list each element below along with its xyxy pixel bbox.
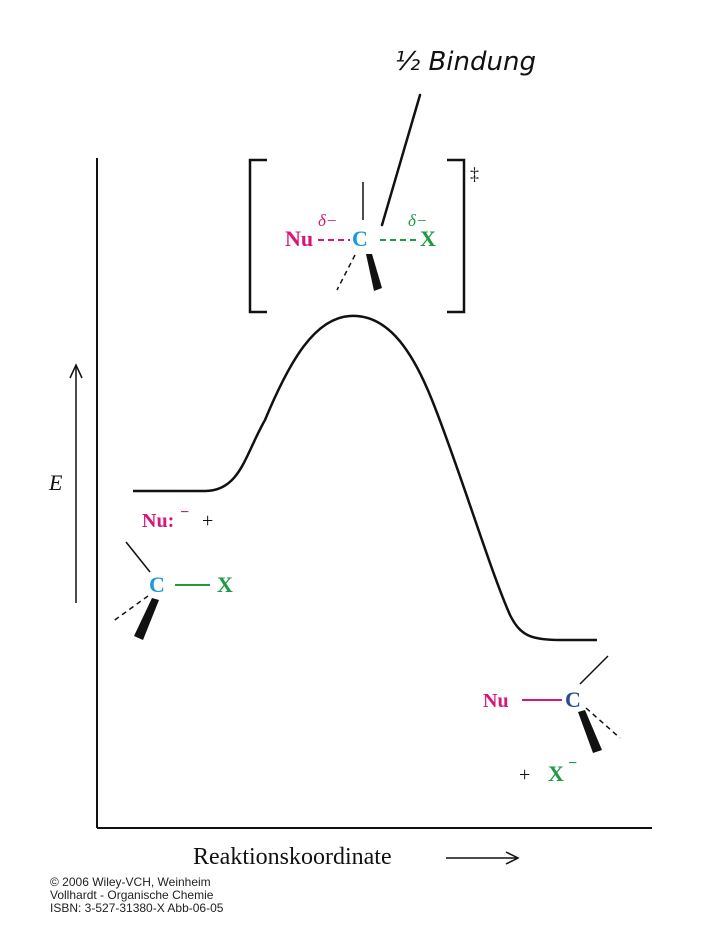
product-x-label: X [548,761,564,786]
y-axis-label: E [48,470,63,495]
product-nu-label: Nu [483,690,509,712]
handwritten-annotation: ½ Bindung [380,47,536,227]
annotation-pointer-line [380,93,422,227]
products: Nu C + X − [483,655,621,786]
ts-x-partial-charge: δ− [408,211,427,230]
product-wedge-bond [578,710,602,753]
energy-arrow-head [69,363,83,379]
left-bracket [248,158,267,314]
reactant-wedge-bond [134,598,159,640]
reactant-nu-label: Nu: [142,510,174,532]
annotation-text: ½ Bindung [395,47,536,77]
ts-nu-partial-charge: δ− [318,211,337,230]
ts-dashed-bond [336,254,356,291]
product-plus: + [519,764,530,786]
x-axis-arrow-head [505,851,520,865]
energy-curve [133,314,597,642]
ts-wedge-bond [366,254,382,291]
book-title-line: Vollhardt - Organische Chemie [50,888,214,902]
isbn-line: ISBN: 3-527-31380-X Abb-06-05 [50,901,224,915]
product-dashed-bond [585,707,621,739]
copyright-block: © 2006 Wiley-VCH, Weinheim Vollhardt - O… [50,876,223,915]
copyright-line: © 2006 Wiley-VCH, Weinheim [50,875,211,889]
reactant-nu-charge: − [180,504,189,521]
transition-state: ‡ Nu δ− C δ− X [248,158,479,314]
ts-x-label: X [420,226,436,251]
dagger-symbol: ‡ [470,164,479,184]
reactant-x-label: X [217,572,233,597]
reactant-top-bond [125,541,151,573]
right-bracket [447,158,466,314]
reactant-dashed-bond [111,595,149,623]
reactant-carbon-label: C [149,572,165,597]
reactant-plus: + [202,510,213,532]
reactants: Nu: − + C X [111,504,233,640]
product-x-charge: − [568,755,577,772]
product-top-bond [579,655,609,685]
x-axis-label: Reaktionskoordinate [193,844,392,870]
product-carbon-label: C [565,687,581,712]
ts-carbon-label: C [352,226,368,251]
ts-nu-label: Nu [285,226,313,251]
